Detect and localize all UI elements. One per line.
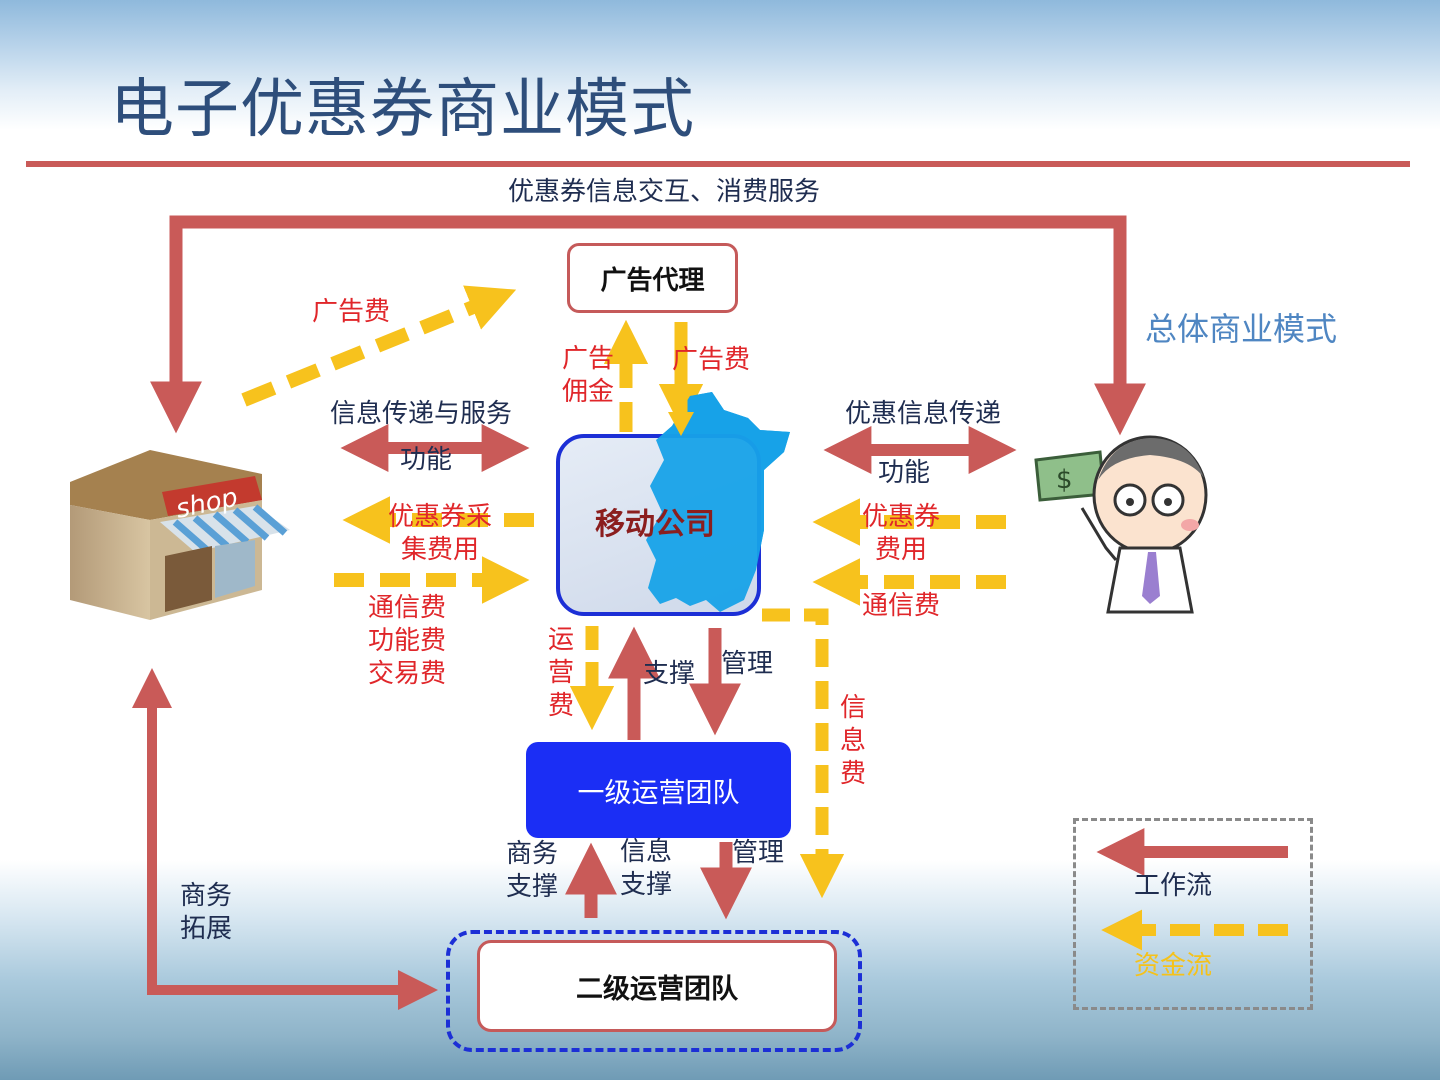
label-ad-fee-left: 广告费: [312, 297, 391, 327]
team-level2-node: 二级运营团队: [477, 940, 837, 1032]
legend-workflow-label: 工作流: [1134, 871, 1213, 901]
label-management-1: 管理: [721, 649, 774, 679]
label-coupon-info: 优惠信息传递: [845, 399, 1002, 429]
shop-illustration: shop: [70, 450, 290, 620]
label-management-2: 管理: [732, 838, 785, 868]
label-info-support: 信息 支撑: [620, 837, 673, 900]
page-title: 电子优惠券商业模式: [110, 73, 695, 147]
label-business-support: 商务 支撑: [506, 839, 559, 902]
label-function-left: 功能: [400, 445, 453, 475]
svg-text:$: $: [1056, 465, 1073, 495]
legend-capital-label: 资金流: [1134, 951, 1213, 981]
label-ad-commission: 广告 佣金: [562, 344, 615, 407]
ad-agency-node: 广告代理: [567, 243, 738, 313]
title-divider: [26, 161, 1410, 167]
label-coupon-collect-fee: 优惠券采 集费用: [388, 502, 493, 565]
label-comm-fee-right: 通信费: [862, 591, 941, 621]
legend-box: [1073, 818, 1313, 1010]
label-comm-fees-left: 通信费 功能费 交易费: [368, 593, 447, 689]
label-ad-fee-center: 广告费: [672, 345, 751, 375]
top-flow-label: 优惠券信息交互、消费服务: [508, 177, 821, 207]
side-note: 总体商业模式: [1145, 310, 1338, 348]
team-level1-node: 一级运营团队: [526, 742, 791, 838]
label-coupon-fee-right: 优惠券 费用: [862, 502, 941, 565]
mobile-company-text: 移动公司: [595, 507, 715, 542]
label-support: 支撑: [643, 659, 696, 689]
label-business-expand: 商务 拓展: [180, 881, 233, 944]
team-level2-dashed-frame: [446, 930, 862, 1052]
customer-illustration: $: [1034, 435, 1208, 614]
label-info-service: 信息传递与服务: [330, 399, 513, 429]
sky-background: [0, 0, 1440, 130]
label-operation-fee: 运 营 费: [548, 625, 575, 721]
info-fee-arrow: [762, 608, 845, 899]
label-function-right: 功能: [878, 458, 931, 488]
label-info-fee: 信 息 费: [840, 693, 867, 789]
